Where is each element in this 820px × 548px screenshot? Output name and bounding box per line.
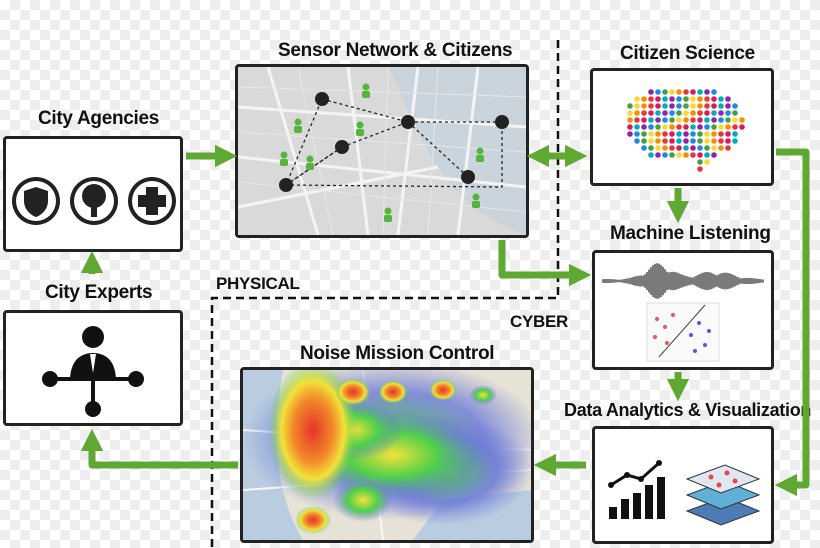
agency-icons bbox=[12, 177, 176, 225]
physical-label: PHYSICAL bbox=[216, 274, 300, 293]
city-agencies-box bbox=[3, 136, 183, 252]
citizen-science-title: Citizen Science bbox=[620, 43, 755, 64]
crowd-speech-bubble-icon bbox=[627, 89, 745, 172]
machine-listening-title: Machine Listening bbox=[610, 223, 771, 244]
noise-mission-control-title: Noise Mission Control bbox=[300, 343, 495, 364]
sensor-network-title: Sensor Network & Citizens bbox=[278, 40, 513, 61]
city-experts-title: City Experts bbox=[45, 282, 153, 303]
arrow-mission-control-to-experts bbox=[80, 428, 238, 469]
citizen-science-box bbox=[590, 68, 774, 186]
scatter-classifier-icon bbox=[646, 302, 720, 362]
data-analytics-title: Data Analytics & Visualization bbox=[564, 400, 812, 420]
health-cross-icon bbox=[128, 177, 176, 225]
arrow-citizen-science-to-analytics bbox=[774, 148, 810, 497]
layered-map-icon bbox=[685, 464, 761, 526]
noise-heatmap-graphic bbox=[243, 370, 531, 540]
tree-parks-icon bbox=[70, 177, 118, 225]
city-map-graphic bbox=[238, 67, 526, 235]
waveform-icon bbox=[602, 263, 764, 299]
audio-classification-graphic bbox=[602, 263, 764, 362]
police-shield-icon bbox=[12, 177, 60, 225]
machine-listening-box bbox=[592, 250, 774, 370]
expert-network-icon bbox=[42, 326, 144, 417]
cyber-label: CYBER bbox=[510, 312, 569, 331]
arrow-sensors-to-machine-listening bbox=[498, 240, 592, 287]
city-agencies-title: City Agencies bbox=[38, 108, 160, 129]
analytics-graphic bbox=[608, 460, 761, 526]
city-experts-box bbox=[3, 310, 183, 426]
data-analytics-box bbox=[592, 426, 774, 544]
noise-heatmap bbox=[240, 367, 534, 543]
bar-chart-trend-icon bbox=[608, 460, 665, 519]
